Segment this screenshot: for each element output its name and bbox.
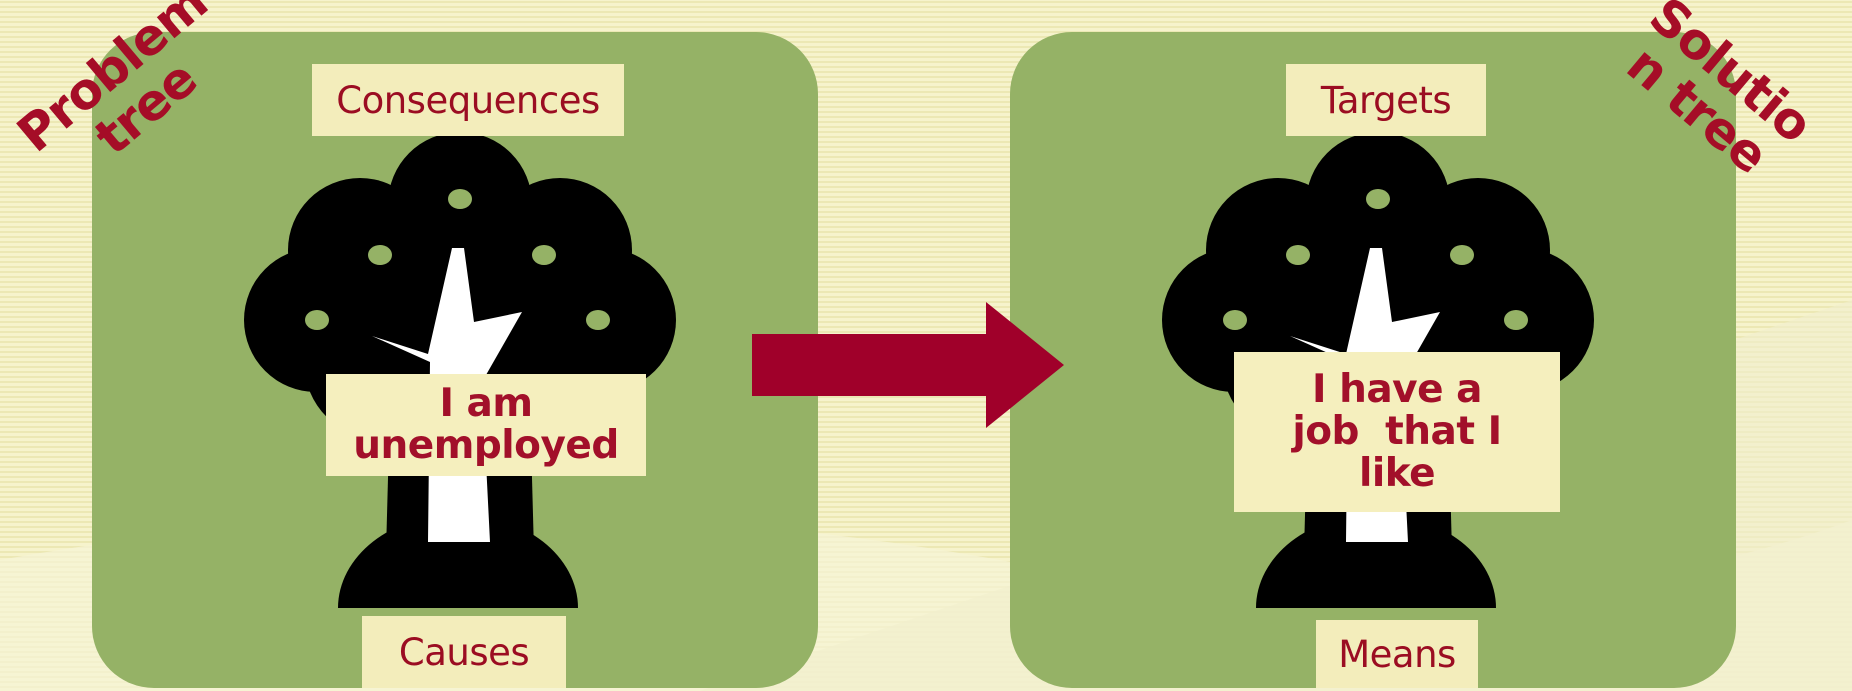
solution-center-line-2: job that I bbox=[1292, 411, 1501, 453]
solution-center-statement: I have a job that I like bbox=[1234, 352, 1560, 512]
problem-bottom-label: Causes bbox=[362, 616, 566, 688]
problem-top-label: Consequences bbox=[312, 64, 624, 136]
right-arrow-icon bbox=[752, 302, 1064, 428]
solution-center-line-1: I have a bbox=[1312, 369, 1482, 411]
tree-icon bbox=[242, 132, 678, 608]
problem-center-statement: I am unemployed bbox=[326, 374, 646, 476]
solution-top-label: Targets bbox=[1286, 64, 1486, 136]
problem-center-line-2: unemployed bbox=[353, 425, 619, 467]
problem-center-line-1: I am bbox=[439, 383, 532, 425]
solution-bottom-label: Means bbox=[1316, 620, 1478, 688]
solution-center-line-3: like bbox=[1359, 453, 1435, 495]
